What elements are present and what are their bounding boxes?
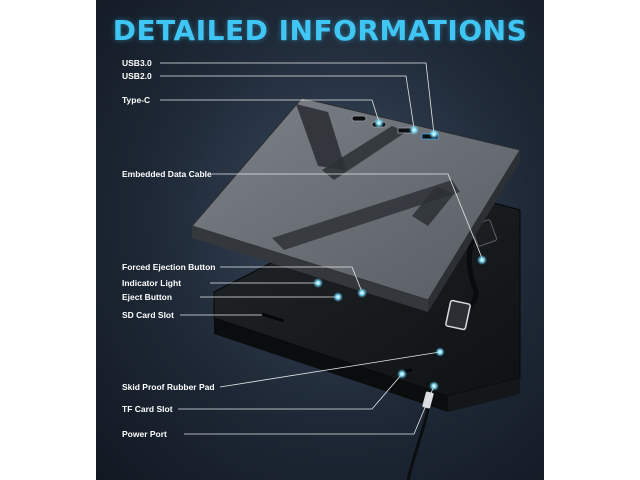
power-cable	[406, 395, 432, 480]
lid-stripe-2	[322, 126, 406, 180]
callout-dot-tf	[397, 369, 407, 379]
label-usb20: USB2.0	[122, 71, 152, 81]
leader-typec	[160, 99, 380, 123]
leader-lines	[160, 62, 483, 435]
label-typec: Type-C	[122, 95, 151, 105]
leader-usb30	[160, 62, 435, 135]
drive-lid-edge-right	[428, 150, 520, 312]
label-eject-button: Eject Button	[122, 292, 173, 302]
leader-rubber-pad	[219, 351, 441, 388]
product-panel: DETAILED INFORMATIONS USB3.0 USB2.0 Type…	[96, 0, 544, 480]
callout-dot-typec	[374, 118, 384, 128]
lid-stripe-4	[412, 186, 454, 226]
label-sd-card-slot: SD Card Slot	[122, 310, 174, 320]
drive-base-front	[448, 378, 520, 412]
label-rubber-pad: Skid Proof Rubber Pad	[122, 382, 215, 392]
callout-dot-rubber	[435, 347, 445, 357]
callout-dot-cable	[477, 255, 487, 265]
lid-stripe-3	[272, 180, 460, 250]
cable-plug-usb	[445, 299, 471, 331]
label-embedded-cable: Embedded Data Cable	[122, 169, 212, 179]
label-usb30: USB3.0	[122, 58, 152, 68]
label-indicator-light: Indicator Light	[122, 278, 182, 288]
label-tf-card-slot: TF Card Slot	[122, 404, 173, 414]
page-title: DETAILED INFORMATIONS	[112, 14, 528, 47]
sd-card-slot	[261, 312, 284, 323]
leader-power	[184, 385, 435, 435]
drive-lid-edge	[192, 226, 428, 312]
callout-dot-usb20	[409, 125, 419, 135]
callout-dot-indicator	[313, 278, 323, 288]
label-forced-eject: Forced Ejection Button	[122, 262, 216, 272]
leader-forced-eject	[220, 266, 363, 293]
callout-dot-usb30	[429, 129, 439, 139]
callout-dot-power	[429, 381, 439, 391]
drive-illustration	[160, 62, 521, 480]
leader-usb20	[160, 75, 415, 129]
lid-stripe-1	[296, 104, 346, 170]
label-power-port: Power Port	[122, 429, 167, 439]
typec-port-1	[351, 115, 367, 122]
leader-tf	[178, 373, 403, 410]
callout-dot-forced-eject	[357, 288, 367, 298]
leader-cable	[212, 173, 483, 259]
callout-dots	[313, 118, 487, 391]
callout-dot-eject	[333, 292, 343, 302]
